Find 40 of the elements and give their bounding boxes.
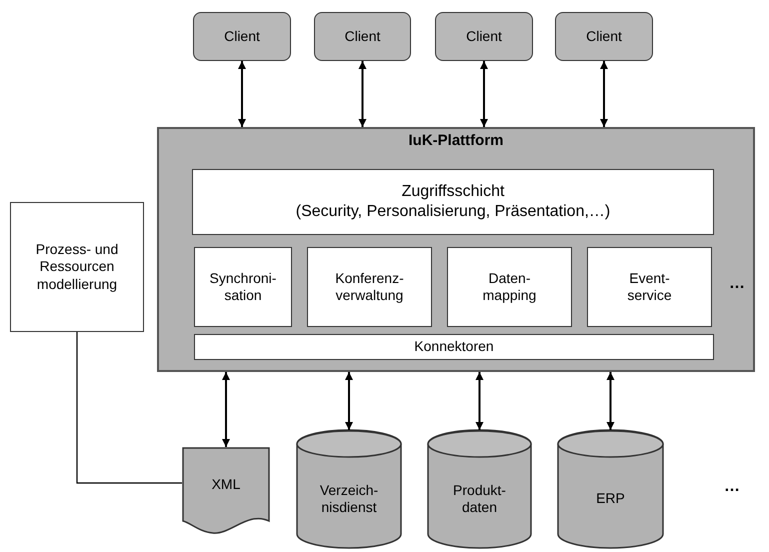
client-box (435, 12, 533, 61)
node-label: ERP (596, 490, 625, 508)
node-label: Client (224, 28, 260, 46)
modeling-box (10, 202, 144, 332)
connector-line (76, 332, 182, 484)
node-label: XML (212, 476, 240, 494)
node-label: Event- service (626, 270, 673, 304)
double-arrow (222, 372, 230, 447)
double-arrow (480, 61, 488, 127)
node-label: Prozess- und Ressourcen modellierung (34, 240, 120, 294)
module-box (307, 247, 432, 327)
panel-title: IuK-Plattform (408, 132, 504, 151)
connector-bar (194, 334, 714, 360)
node-label: Daten- mapping (482, 270, 538, 304)
node-label: Produkt- daten (452, 482, 507, 516)
node-label: Client (466, 28, 502, 46)
node-label: Konnektoren (414, 338, 494, 356)
node-label: Client (344, 28, 380, 46)
module-box (447, 247, 572, 327)
node-label: Verzeich- nisdienst (318, 482, 380, 516)
ellipsis-label: … (724, 478, 741, 496)
client-box (314, 12, 411, 61)
platform-panel (157, 127, 755, 372)
double-arrow (476, 372, 484, 430)
double-arrow (345, 372, 353, 430)
module-box (587, 247, 712, 327)
node-label: Konferenz- verwaltung (334, 270, 405, 304)
double-arrow (600, 61, 608, 127)
double-arrow (358, 61, 366, 127)
module-box (194, 247, 292, 327)
client-box (193, 12, 291, 61)
double-arrow (606, 372, 614, 430)
client-box (555, 12, 653, 61)
node-label: Client (586, 28, 622, 46)
ellipsis-label: … (729, 275, 746, 293)
node-label: (Security, Personalisierung, Präsentation,…) (296, 202, 610, 222)
node-label: Synchroni- sation (208, 270, 278, 304)
double-arrow (238, 61, 246, 127)
node-label: Zugriffsschicht (402, 182, 504, 202)
layer-box (192, 169, 714, 235)
